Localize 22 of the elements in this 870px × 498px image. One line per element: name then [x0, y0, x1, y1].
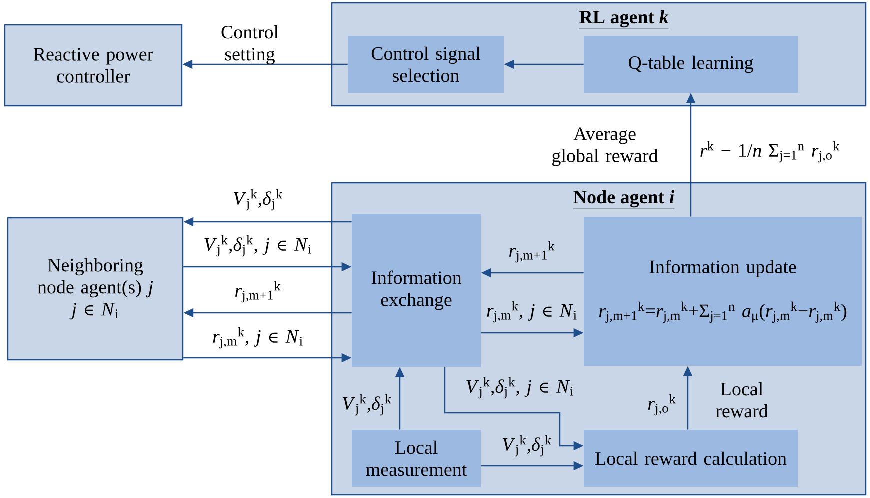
controller-box: Reactive power controller: [4, 24, 183, 107]
process-box: Control signal selection: [348, 36, 504, 93]
agent-box: Neighboring node agent(s) j j ∈ N$_{i}$: [7, 217, 184, 361]
edge-label: r$_{j,m+1}$k: [235, 281, 281, 303]
process-box: Q-table learning: [584, 36, 798, 93]
process-box: Information update r$_{j,m+1}$$^{k}$=r$_{j,m}$$^{k}$+Σ$_{j=1}$$^{n}$ a$_{μ}$(r$_{j,m}$$^{k}$−r$_{j,m}$$^{k}$): [584, 217, 862, 366]
edge-label: Average global reward: [552, 128, 658, 166]
process-box: Local measurement: [352, 430, 481, 487]
edge-label: V$_{j}$$^{k}$,δ$_{j}$k: [343, 394, 392, 416]
edge-label: r$_{j,m}$$^{k}$, j ∈ N$_{i}$: [487, 301, 577, 323]
formula-label: r$_{j,o}$k: [648, 394, 676, 416]
process-box: Information exchange: [352, 214, 481, 367]
edge-label: r$_{j,m+1}$k: [509, 241, 555, 263]
edge-label: V$_{j}$$^{k}$,δ$_{j}$$^{k}$, j ∈ N$_{i}$: [204, 235, 312, 257]
edge-label: V$_{j}$$^{k}$,δ$_{j}$k: [503, 435, 552, 457]
edge-label: V$_{j}$$^{k}$,δ$_{j}$$^{k}$, j ∈ N$_{i}$: [466, 377, 574, 399]
edge-label: V$_{j}$$^{k}$,δ$_{j}$k: [234, 189, 282, 211]
formula-label: r$^{k}$ − 1/n Σ$_{j=1}$$^{n}$ r$_{j,o}$k: [700, 141, 840, 163]
process-box: Local reward calculation: [584, 430, 798, 487]
edge-label: r$_{j,m}$$^{k}$, j ∈ N$_{i}$: [213, 327, 303, 349]
edge-label: Local reward: [716, 382, 768, 418]
edge-label: Control setting: [222, 25, 279, 65]
